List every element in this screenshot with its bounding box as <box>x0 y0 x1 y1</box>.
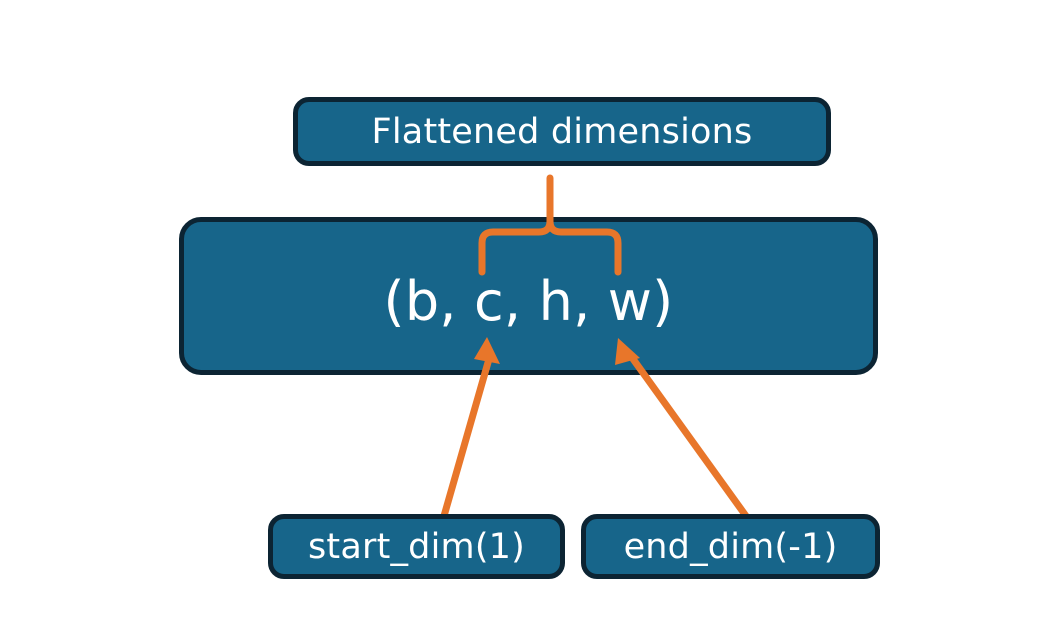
end-dim-label: end_dim(-1) <box>623 526 838 567</box>
start-dim-box[interactable]: start_dim(1) <box>268 514 565 579</box>
end-dim-box[interactable]: end_dim(-1) <box>581 514 880 579</box>
flattened-dimensions-label: Flattened dimensions <box>371 111 753 152</box>
flattened-dimensions-box[interactable]: Flattened dimensions <box>293 97 831 166</box>
start-dim-label: start_dim(1) <box>307 526 526 567</box>
tensor-shape-label: (b, c, h, w) <box>383 270 674 333</box>
tensor-shape-box[interactable]: (b, c, h, w) <box>179 217 878 375</box>
